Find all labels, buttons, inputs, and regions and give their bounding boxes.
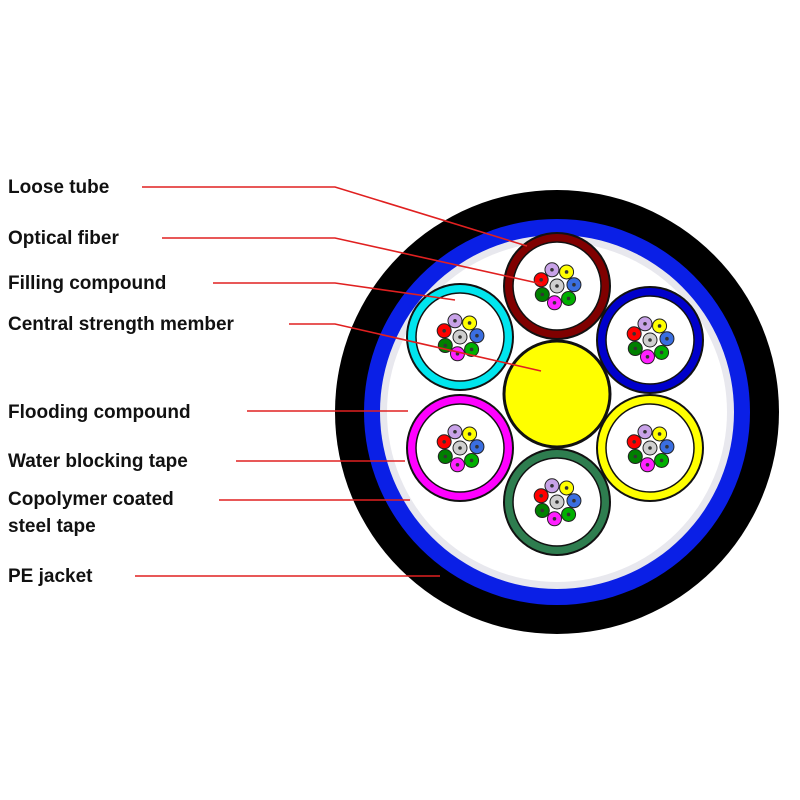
loose-tube-3 [596, 394, 704, 502]
fiber-core [540, 292, 545, 297]
fiber-core [540, 508, 545, 513]
fiber-core [555, 500, 559, 504]
cable [335, 190, 779, 634]
fiber-core [643, 429, 647, 434]
central-strength-member [502, 339, 612, 449]
label-copolymer-coated: Copolymer coated [8, 489, 174, 510]
fiber-core [467, 321, 472, 325]
label-filling-compound: Filling compound [8, 273, 166, 294]
fiber-core [632, 332, 636, 336]
label-water-blocking-tape: Water blocking tape [8, 451, 188, 472]
fiber-core [564, 486, 569, 490]
fiber-core [572, 498, 576, 503]
fiber-core [469, 347, 474, 352]
fiber-core [632, 440, 636, 444]
loose-tube-5 [406, 394, 514, 502]
fiber-core [665, 336, 669, 341]
loose-tube-6 [406, 283, 514, 391]
label-flooding-compound: Flooding compound [8, 402, 191, 423]
fiber-core [455, 463, 460, 467]
fiber-core [442, 440, 446, 444]
loose-tubes [406, 232, 704, 556]
fiber-core [443, 343, 448, 348]
fiber-core [564, 270, 569, 274]
fiber-core [665, 444, 669, 449]
fiber-core [443, 454, 448, 459]
fiber-core [572, 282, 576, 287]
fiber-core [659, 458, 664, 463]
fiber-core [453, 429, 457, 434]
fiber-core [539, 278, 543, 282]
fiber-core [453, 318, 457, 323]
fiber-core [555, 284, 559, 288]
fiber-core [458, 335, 462, 339]
fiber-core [469, 458, 474, 463]
loose-tube-1 [503, 232, 611, 340]
fiber-core [659, 350, 664, 355]
leader-optical-fiber [162, 237, 543, 285]
fiber-core [552, 517, 557, 521]
label-central-strength-member: Central strength member [8, 314, 235, 335]
fiber-core [657, 432, 662, 436]
fiber-core [475, 333, 479, 338]
fiber-core [458, 446, 462, 450]
loose-tube-4 [503, 448, 611, 556]
labels: Loose tube Optical fiber Filling compoun… [8, 177, 235, 587]
fiber-core [657, 324, 662, 328]
leader-central-strength-member [289, 323, 542, 372]
fiber-core [566, 296, 571, 301]
label-steel-tape: steel tape [8, 516, 96, 537]
fiber-core [539, 494, 543, 498]
fiber-core [550, 483, 554, 488]
label-pe-jacket: PE jacket [8, 566, 93, 587]
fiber-core [467, 432, 472, 436]
fiber-core [566, 512, 571, 517]
leader-lines [135, 186, 543, 577]
label-loose-tube: Loose tube [8, 177, 109, 198]
leader-filling-compound [213, 282, 456, 301]
loose-tube-2 [596, 286, 704, 394]
fiber-core [643, 321, 647, 326]
label-optical-fiber: Optical fiber [8, 228, 119, 249]
fiber-core [442, 329, 446, 333]
fiber-core [550, 267, 554, 272]
fiber-core [475, 444, 479, 449]
fiber-core [645, 355, 650, 359]
fiber-core [633, 346, 638, 351]
fiber-core [645, 463, 650, 467]
fiber-core [648, 338, 652, 342]
fiber-core [552, 301, 557, 305]
leader-loose-tube [142, 186, 528, 247]
fiber-core [648, 446, 652, 450]
fiber-core [633, 454, 638, 459]
